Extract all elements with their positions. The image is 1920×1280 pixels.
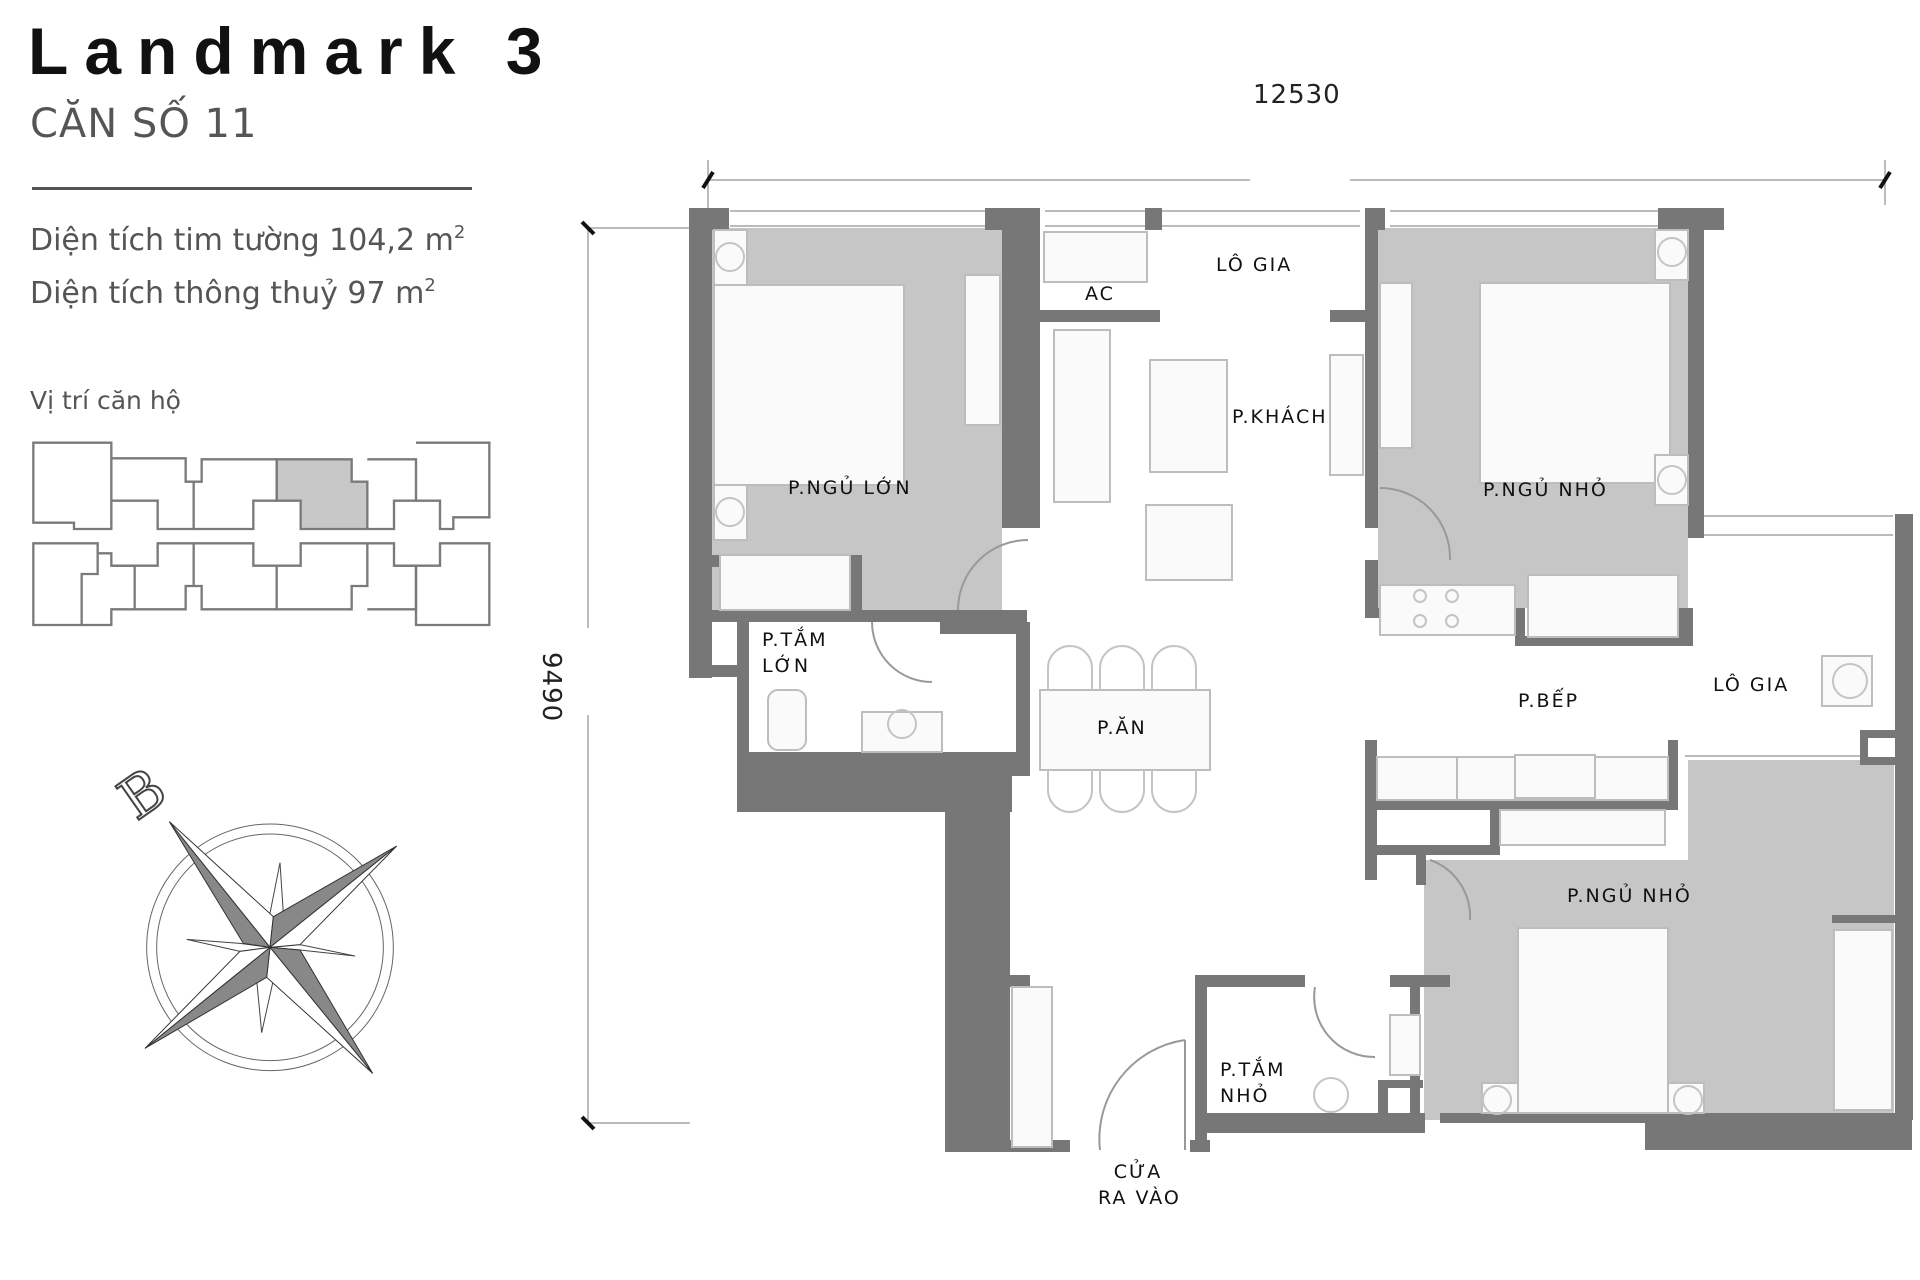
area-clear-text: Diện tích thông thuỷ 97 m <box>30 276 425 311</box>
project-title: Landmark 3 <box>28 14 559 88</box>
room-label-kitchen: P.BẾP <box>1518 690 1580 712</box>
unit-number: CĂN SỐ 11 <box>30 101 258 147</box>
room-label-logia-top: LÔ GIA <box>1216 254 1293 276</box>
room-label-entry: CỬA RA VÀO <box>1098 1160 1181 1211</box>
dimension-height-line <box>587 227 690 1124</box>
room-label-ac: AC <box>1085 283 1115 305</box>
key-plan-map <box>32 441 491 627</box>
area-unit-sup: 2 <box>424 275 436 296</box>
room-label-living: P.KHÁCH <box>1232 406 1328 428</box>
area-wall-center: Diện tích tim tường 104,2 m2 <box>30 224 465 256</box>
area-unit-sup: 2 <box>453 222 466 243</box>
compass-rose-icon <box>144 821 398 1074</box>
room-label-master-bedroom: P.NGỦ LỚN <box>788 477 912 499</box>
room-label-logia-right: LÔ GIA <box>1713 674 1790 696</box>
room-label-master-bath-line1: P.TẮM <box>762 629 828 651</box>
room-label-small-bath-line1: P.TẮM <box>1220 1059 1286 1081</box>
room-label-entry-line1: CỬA <box>1113 1161 1163 1183</box>
area-wall-center-text: Diện tích tim tường 104,2 m <box>30 223 454 258</box>
room-label-small-bath-line2: NHỎ <box>1220 1084 1270 1107</box>
door-bedroom-small-1 <box>1379 487 1452 561</box>
room-label-entry-line2: RA VÀO <box>1098 1186 1181 1209</box>
door-bedroom-small-2 <box>1429 859 1472 921</box>
header-divider <box>32 187 472 190</box>
door-master-bath <box>871 621 933 683</box>
room-label-small-bath: P.TẮM NHỎ <box>1220 1058 1286 1109</box>
door-master-bedroom <box>957 539 1029 611</box>
room-label-bedroom-small-2: P.NGỦ NHỎ <box>1567 885 1692 907</box>
door-small-bath <box>1313 986 1376 1059</box>
room-label-master-bath: P.TẮM LỚN <box>762 628 828 679</box>
door-entry <box>1098 1039 1186 1151</box>
dimension-width-label: 12530 <box>1253 80 1341 110</box>
area-clear: Diện tích thông thuỷ 97 m2 <box>30 277 436 309</box>
location-label: Vị trí căn hộ <box>30 386 181 415</box>
room-label-bedroom-small-1: P.NGỦ NHỎ <box>1483 479 1608 501</box>
dimension-width-line <box>707 160 1886 208</box>
room-label-dining: P.ĂN <box>1097 717 1147 739</box>
room-label-master-bath-line2: LỚN <box>762 654 811 677</box>
dimension-height-label: 9490 <box>536 652 566 723</box>
